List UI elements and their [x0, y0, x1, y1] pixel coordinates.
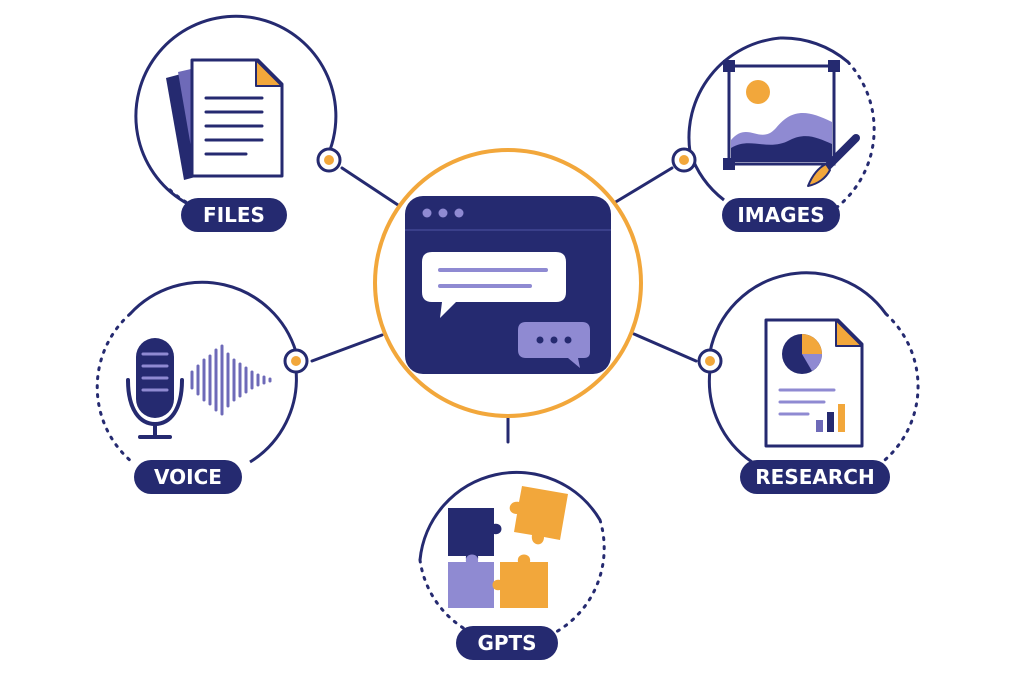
images-button[interactable]: IMAGES: [722, 198, 840, 232]
document-stack-icon: [166, 58, 284, 180]
typing-bubble-icon: [518, 322, 590, 368]
voice-label: VOICE: [154, 465, 222, 489]
connectors: [310, 166, 698, 444]
files-button[interactable]: FILES: [181, 198, 287, 232]
images-label: IMAGES: [737, 203, 824, 227]
node-images-ring: [687, 36, 781, 153]
node-images-ring-dotted: [834, 60, 876, 210]
node-voice-ring: [128, 280, 298, 353]
message-bubble-icon: [422, 252, 566, 318]
node-research-connector-core: [705, 356, 715, 366]
node-voice-connector-core: [291, 356, 301, 366]
node-gpts-ring-dotted-left: [418, 558, 472, 634]
node-images-ring-upper: [779, 36, 849, 64]
voice-button[interactable]: VOICE: [134, 460, 242, 494]
connector-research: [632, 332, 698, 363]
node-research-ring-lower: [707, 369, 753, 464]
node-images: IMAGES: [671, 36, 876, 232]
puzzle-pieces-icon: [448, 486, 568, 608]
node-research-ring: [708, 271, 888, 353]
node-files: FILES: [134, 14, 342, 232]
node-research-ring-dotted: [878, 312, 920, 466]
node-voice-ring-dotted: [95, 312, 134, 464]
connector-voice: [310, 333, 384, 363]
window-dot-3-icon: [454, 208, 464, 218]
window-dot-2-icon: [438, 208, 448, 218]
central-hub: [373, 148, 643, 418]
node-gpts-ring: [418, 470, 602, 561]
node-voice-ring-lower: [249, 369, 298, 464]
window-dot-1-icon: [422, 208, 432, 218]
node-voice: VOICE: [95, 280, 309, 494]
node-images-connector-core: [679, 155, 689, 165]
gpts-label: GPTS: [477, 631, 536, 655]
files-label: FILES: [203, 203, 265, 227]
node-research: RESEARCH: [697, 271, 920, 494]
research-label: RESEARCH: [755, 465, 874, 489]
node-files-ring: [134, 14, 338, 216]
connector-files: [340, 166, 400, 207]
report-chart-icon: [764, 318, 864, 448]
connector-images: [612, 166, 674, 205]
gpts-button[interactable]: GPTS: [456, 626, 558, 660]
node-gpts-ring-dotted-right: [554, 518, 606, 634]
node-gpts: GPTS: [418, 470, 606, 660]
microphone-waveform-icon: [126, 338, 272, 439]
chat-window-icon[interactable]: [405, 196, 611, 374]
node-files-connector-core: [324, 155, 334, 165]
image-frame-brush-icon: [723, 60, 860, 187]
research-button[interactable]: RESEARCH: [740, 460, 890, 494]
